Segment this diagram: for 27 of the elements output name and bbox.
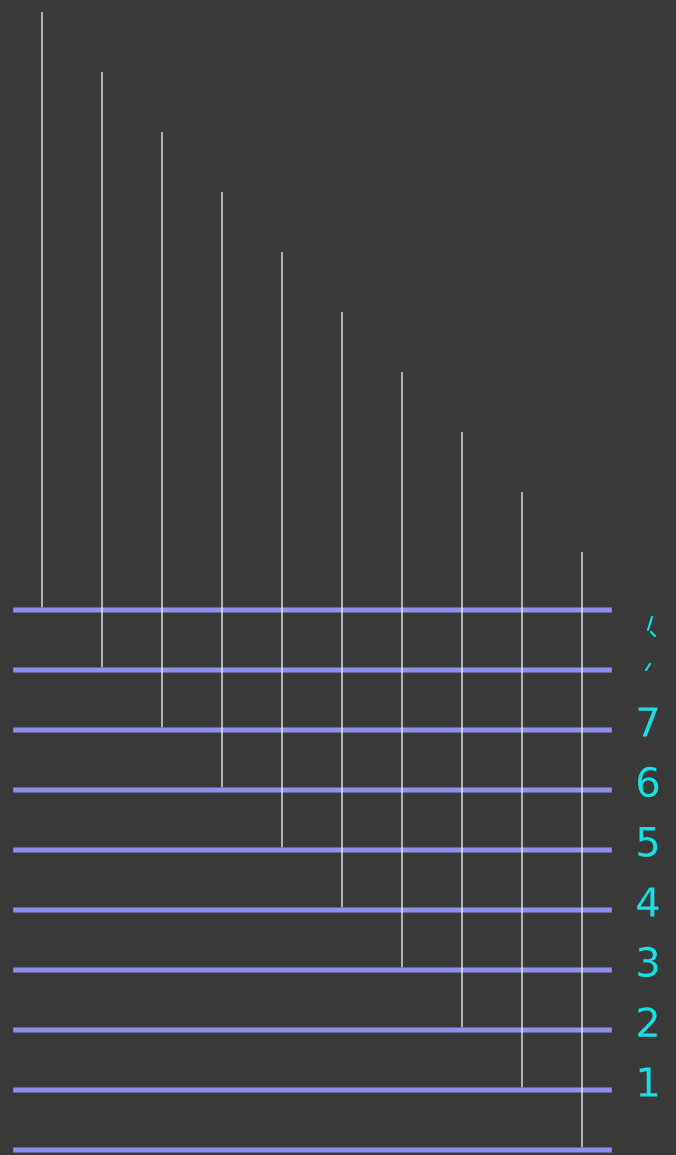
vertical-line — [281, 251, 283, 848]
horizontal-bar — [13, 787, 612, 793]
vertical-line — [221, 191, 223, 788]
horizontal-bar — [13, 1087, 612, 1093]
horizontal-bar — [13, 667, 612, 673]
horizontal-bar — [13, 727, 612, 733]
vertical-line — [101, 71, 103, 668]
horizontal-bar — [13, 967, 612, 973]
row-number: 6 — [638, 766, 659, 798]
horizontal-bar — [13, 1027, 612, 1033]
row-number: 3 — [638, 946, 658, 978]
horizontal-bar — [13, 907, 612, 913]
vertical-line — [401, 371, 403, 968]
row-number: 7 — [638, 707, 658, 737]
vertical-line — [461, 431, 463, 1028]
horizontal-bar — [13, 607, 612, 613]
row-number: 2 — [638, 1007, 657, 1037]
row-number: 1 — [639, 1067, 658, 1097]
horizontal-bar — [13, 847, 612, 853]
row-number: 5 — [638, 827, 658, 857]
vertical-line — [521, 491, 523, 1088]
vertical-line — [581, 551, 583, 1148]
vertical-line — [41, 11, 43, 608]
vertical-line — [341, 311, 343, 908]
horizontal-bar — [13, 1147, 612, 1153]
row-number: 4 — [637, 887, 659, 917]
vertical-line — [161, 131, 163, 728]
